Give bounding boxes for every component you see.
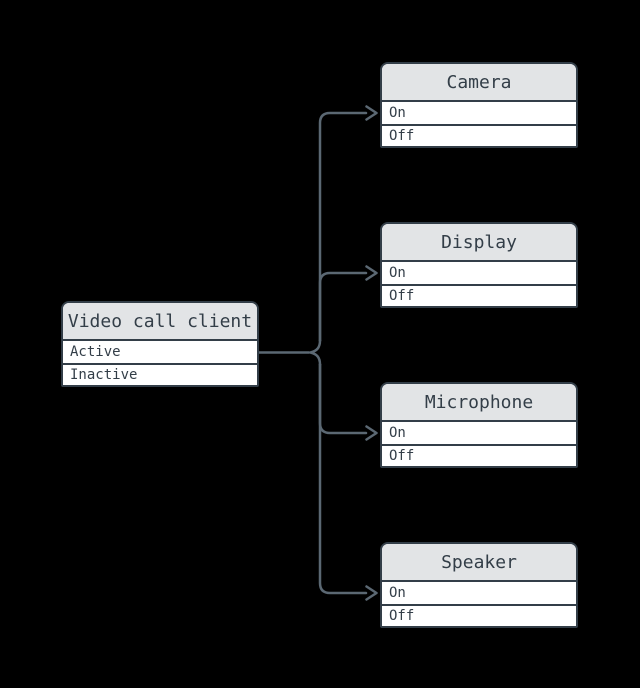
display-arrowhead-icon [365, 265, 378, 281]
node-microphone: Microphone On Off [380, 382, 578, 468]
node-title: Microphone [382, 384, 576, 422]
display-connector [318, 271, 368, 342]
node-camera: Camera On Off [380, 62, 578, 148]
node-video-call-client: Video call client Active Inactive [61, 301, 259, 387]
camera-connector [318, 111, 368, 342]
node-row-inactive: Inactive [63, 363, 257, 385]
microphone-arrowhead-icon [365, 425, 378, 441]
node-row-on: On [382, 582, 576, 604]
speaker-connector [318, 363, 368, 595]
brace-junction [309, 339, 322, 366]
node-row-on: On [382, 262, 576, 284]
node-row-on: On [382, 422, 576, 444]
camera-arrowhead-icon [365, 105, 378, 121]
node-display: Display On Off [380, 222, 578, 308]
node-title: Video call client [63, 303, 257, 341]
node-title: Display [382, 224, 576, 262]
node-row-off: Off [382, 604, 576, 626]
node-row-active: Active [63, 341, 257, 363]
node-title: Speaker [382, 544, 576, 582]
node-speaker: Speaker On Off [380, 542, 578, 628]
node-row-off: Off [382, 284, 576, 306]
speaker-arrowhead-icon [365, 585, 378, 601]
microphone-connector [318, 363, 368, 435]
node-row-off: Off [382, 444, 576, 466]
node-title: Camera [382, 64, 576, 102]
node-row-off: Off [382, 124, 576, 146]
node-row-on: On [382, 102, 576, 124]
